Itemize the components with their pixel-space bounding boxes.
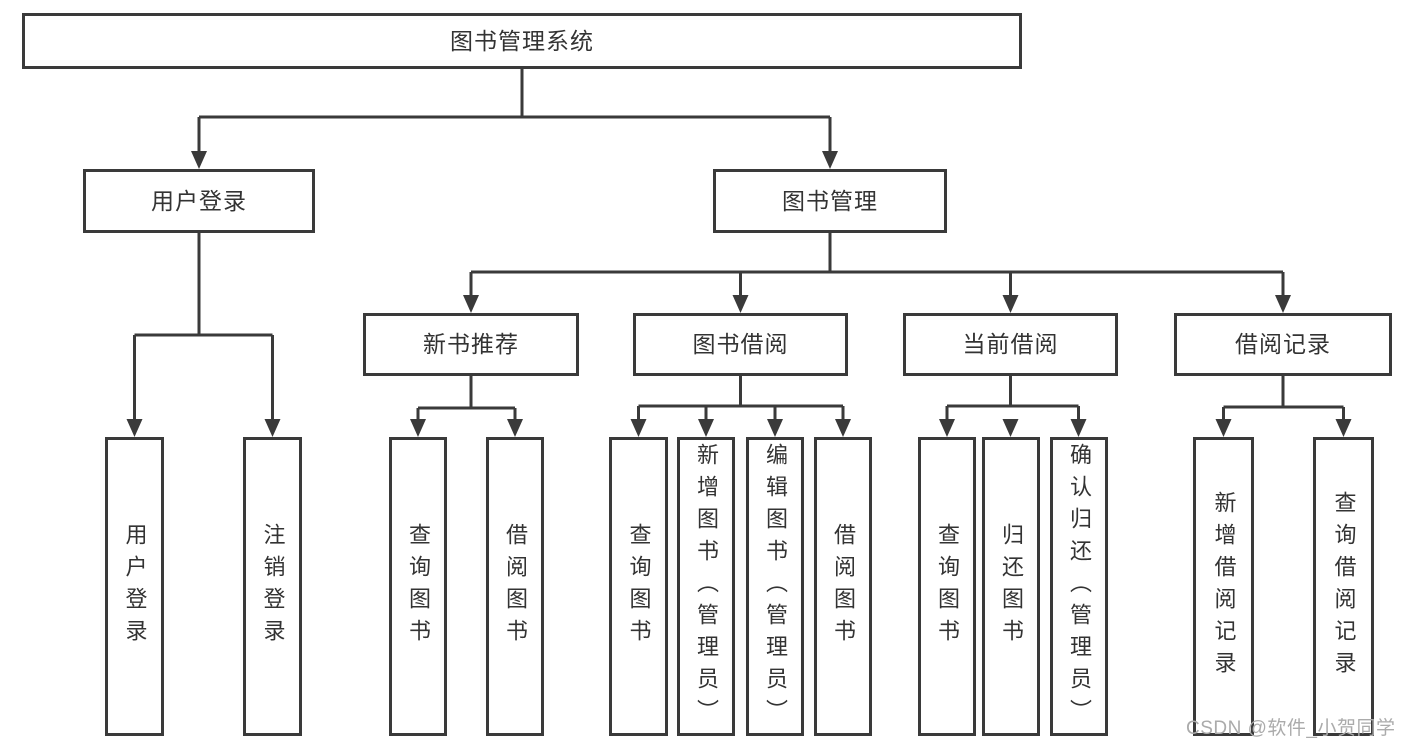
connector-current-borrow-to-leaves — [939, 376, 1087, 437]
leaf-borrow-edit-books-admin: 编辑图书（管理员） — [746, 437, 804, 736]
connector-book-borrow-to-leaves — [630, 376, 851, 437]
node-label: 借阅图书 — [831, 522, 856, 651]
leaf-records-query-borrow-record: 查询借阅记录 — [1313, 437, 1374, 736]
leaf-borrow-query-books: 查询图书 — [609, 437, 668, 736]
node-new-book-recommend: 新书推荐 — [363, 313, 579, 376]
node-label: 图书借阅 — [692, 331, 789, 357]
node-label: 用户登录 — [151, 187, 247, 214]
node-label: 图书管理 — [782, 187, 878, 214]
leaf-current-query-books: 查询图书 — [918, 437, 976, 736]
node-library-management-system: 图书管理系统 — [22, 13, 1022, 69]
arrowhead — [630, 419, 851, 437]
node-label: 图书管理系统 — [450, 27, 594, 54]
connector-root-to-level2 — [191, 69, 838, 169]
node-label: 查询图书 — [406, 522, 431, 651]
node-book-management: 图书管理 — [713, 169, 947, 233]
arrowhead — [939, 419, 1087, 437]
connector-user-login-to-leaves — [126, 233, 281, 437]
node-label: 借阅记录 — [1235, 331, 1331, 357]
arrowhead — [410, 419, 523, 437]
node-current-borrow: 当前借阅 — [903, 313, 1118, 376]
node-label: 新书推荐 — [423, 331, 519, 357]
leaf-recommend-query-books: 查询图书 — [389, 437, 447, 736]
node-label: 查询图书 — [626, 522, 652, 651]
node-label: 编辑图书（管理员） — [763, 442, 788, 731]
arrowhead — [126, 419, 281, 437]
node-label: 新增借阅记录 — [1211, 490, 1237, 683]
node-label: 当前借阅 — [962, 331, 1059, 357]
connector-new-book-recommend-to-leaves — [410, 376, 523, 437]
leaf-records-add-borrow-record: 新增借阅记录 — [1193, 437, 1254, 736]
node-label: 确认归还（管理员） — [1067, 442, 1092, 731]
arrowhead — [191, 151, 838, 169]
arrowhead — [1215, 419, 1352, 437]
leaf-logout: 注销登录 — [243, 437, 302, 736]
node-borrow-records: 借阅记录 — [1174, 313, 1392, 376]
node-label: 查询图书 — [935, 522, 960, 651]
leaf-borrow-borrow-books: 借阅图书 — [814, 437, 872, 736]
leaf-current-return-books: 归还图书 — [982, 437, 1040, 736]
connector-borrow-records-to-leaves — [1215, 376, 1352, 437]
leaf-user-login: 用户登录 — [105, 437, 164, 736]
node-label: 查询借阅记录 — [1331, 490, 1357, 683]
leaf-current-confirm-return-admin: 确认归还（管理员） — [1050, 437, 1108, 736]
node-label: 归还图书 — [999, 522, 1024, 651]
watermark-text: CSDN @软件_小贺同学 — [1186, 718, 1396, 739]
arrowhead — [463, 295, 1291, 313]
node-label: 用户登录 — [122, 522, 148, 651]
leaf-borrow-add-books-admin: 新增图书（管理员） — [677, 437, 735, 736]
node-label: 新增图书（管理员） — [694, 442, 719, 731]
node-book-borrow: 图书借阅 — [633, 313, 848, 376]
connector-book-management-to-level3 — [463, 233, 1291, 313]
leaf-recommend-borrow-books: 借阅图书 — [486, 437, 544, 736]
node-label: 注销登录 — [260, 522, 286, 651]
node-user-login: 用户登录 — [83, 169, 315, 233]
node-label: 借阅图书 — [503, 522, 528, 651]
